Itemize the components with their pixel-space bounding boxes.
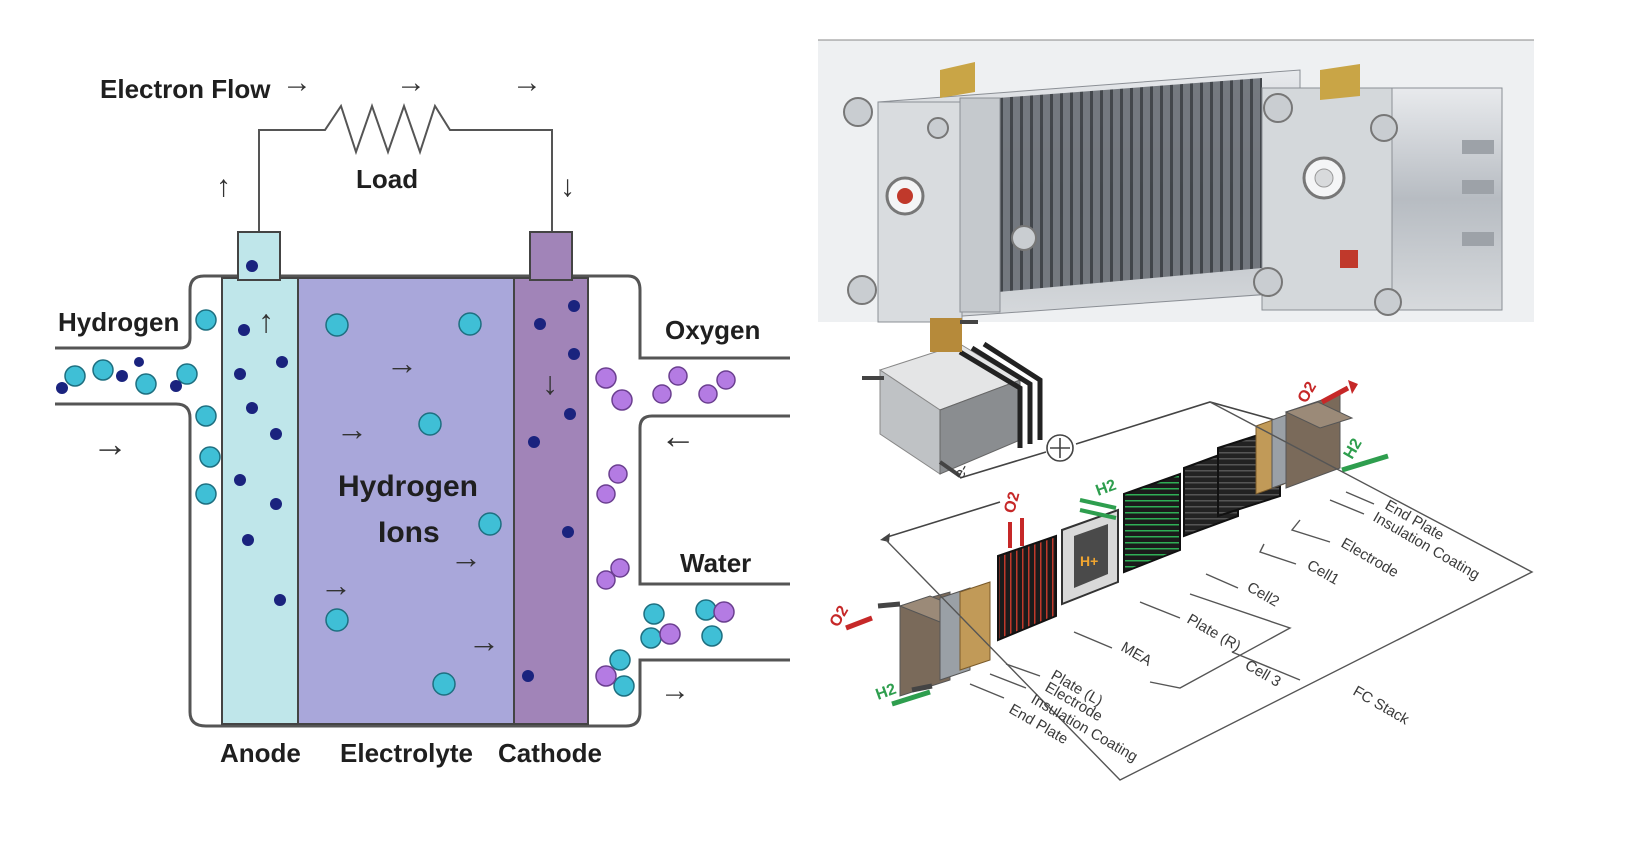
up-arrow-icon: ↑ <box>216 170 231 203</box>
right-arrow-icon: → <box>512 66 542 99</box>
h-plus-label: H+ <box>1080 553 1098 569</box>
anode-label: Anode <box>220 738 301 768</box>
right-arrow-icon: → <box>468 623 500 659</box>
electrolyte-label: Electrolyte <box>340 738 473 768</box>
fuel-cell-stack-photo <box>818 39 1534 323</box>
load-label: Load <box>356 164 418 194</box>
down-arrow-icon: ↓ <box>560 170 575 203</box>
electrode-right-label: Electrode <box>1338 535 1401 581</box>
right-arrow-icon: → <box>320 567 352 603</box>
callout-lines <box>885 401 1534 781</box>
electrolyte-region <box>297 277 515 725</box>
cathode-label: Cathode <box>498 738 602 768</box>
h2-arrows-mid: H2 <box>1079 477 1119 520</box>
electron-flow-label: Electron Flow <box>100 74 271 104</box>
water-label: Water <box>680 548 751 578</box>
h2-label-mid: H2 <box>1094 477 1119 500</box>
h2-arrows-left: H2 <box>874 681 931 707</box>
oxygen-particles <box>595 366 736 687</box>
up-arrow-icon: ↑ <box>258 303 274 339</box>
cathode-terminal <box>529 231 573 281</box>
down-arrow-icon: ↓ <box>542 365 558 401</box>
electron-particles <box>56 260 580 682</box>
oxygen-label: Oxygen <box>665 315 760 345</box>
fc-stack-label: FC Stack <box>1350 683 1412 729</box>
cell-housing <box>55 274 790 728</box>
anode-terminal <box>237 231 281 281</box>
o2-arrows-mid: O2 <box>1001 490 1024 548</box>
h2-label-left: H2 <box>874 681 899 704</box>
cell1-label: Cell1 <box>1304 557 1342 589</box>
exploded-stack-diagram: e- H+ O2 H2 <box>827 318 1534 781</box>
hydrogen-label: Hydrogen <box>58 307 179 337</box>
hydrogen-ion-particles <box>64 309 723 697</box>
o2-arrows-left: O2 <box>827 603 873 631</box>
left-arrow-icon: ← <box>660 415 696 456</box>
hydrogen-ions-label-line1: Hydrogen <box>338 470 478 503</box>
anode-region <box>221 277 299 725</box>
external-circuit-wire <box>258 102 553 232</box>
right-arrow-icon: → <box>396 66 426 99</box>
cell2-label: Cell2 <box>1244 579 1282 611</box>
right-arrow-icon: → <box>386 345 418 381</box>
mea-label: MEA <box>1118 639 1155 670</box>
h2-arrows-right: H2 <box>1341 436 1389 473</box>
right-arrow-icon: → <box>92 423 128 464</box>
hydrogen-ions-label-line2: Ions <box>378 516 440 549</box>
h2-label-right: H2 <box>1341 436 1366 462</box>
cathode-region <box>513 277 589 725</box>
o2-label-mid: O2 <box>1001 490 1023 515</box>
right-arrow-icon: → <box>336 411 368 447</box>
plate-r-label: Plate (R) <box>1184 611 1244 655</box>
right-arrow-icon: → <box>282 66 312 99</box>
right-arrow-icon: → <box>450 539 482 575</box>
o2-arrows-top: O2 <box>1295 379 1358 406</box>
cell3-label: Cell 3 <box>1242 657 1284 691</box>
right-arrow-icon: → <box>660 674 690 707</box>
fuel-cell-diagram: Electron Flow → → → Load ↑ ↓ Hydrogen Ox… <box>55 66 790 768</box>
